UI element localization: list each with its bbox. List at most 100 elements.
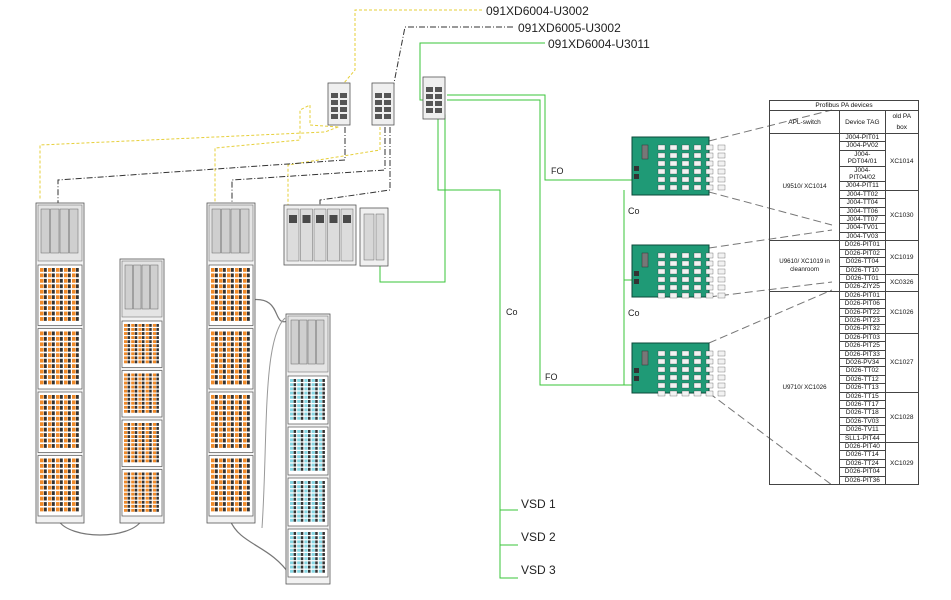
device-tag-cell: D026-TT01 <box>839 273 886 284</box>
device-tag-cell: D026-PIT01 <box>839 290 886 301</box>
table-row: D026-ZIY25 <box>770 282 919 292</box>
device-tag-cell: J004-TV03 <box>839 231 886 242</box>
device-tag-cell: J004-TT04 <box>839 198 886 208</box>
table-row: D026-PIT25 <box>770 341 919 351</box>
device-tag-cell: D026-TT13 <box>839 383 886 393</box>
fo-label-upper: FO <box>551 166 564 176</box>
table-row: J004-TV03 <box>770 231 919 242</box>
fo-label-lower: FO <box>545 372 558 382</box>
io-rack-1 <box>35 202 85 524</box>
device-tag-cell: D026-TT04 <box>839 257 886 267</box>
vsd-1-label: VSD 1 <box>521 497 556 511</box>
rack-link-cable <box>229 519 291 576</box>
table-row: D026-TT12 <box>770 374 919 385</box>
old-pa-box-cell: XC1019 <box>884 240 920 275</box>
device-tag-cell: D026-TV03 <box>839 416 886 427</box>
table-row: D026-TT13 <box>770 383 919 393</box>
column-header-apl-switch: APL-switch <box>768 110 841 134</box>
copper-cable <box>623 280 632 386</box>
dashdot-cable <box>379 26 513 96</box>
table-row: D026-TV03 <box>770 416 919 427</box>
device-tag-cell: D026-TT24 <box>839 458 886 469</box>
network-switch-1 <box>327 82 351 126</box>
table-row: D026-PIT02 <box>770 248 919 259</box>
table-row: D026-TT17 <box>770 399 919 410</box>
network-switch-3 <box>422 76 446 120</box>
device-tag-cell: D026-TT17 <box>839 399 886 410</box>
rack-link-cable <box>261 317 286 529</box>
device-tag-cell: J004-TV01 <box>839 223 886 233</box>
rack-link-cable <box>249 299 291 323</box>
table-row: D026-PIT22 <box>770 307 919 317</box>
device-tag-cell: D026-PIT40 <box>839 442 886 452</box>
device-tag-cell: J004-TT06 <box>839 206 886 217</box>
device-tag-cell: D026-PV34 <box>839 357 886 368</box>
device-tag-cell: D026-TT18 <box>839 408 886 418</box>
device-tag-cell: D026-PIT32 <box>839 324 886 334</box>
vsd-cable <box>499 545 518 579</box>
dashdot-cable <box>319 127 391 205</box>
table-row: D026-PIT06 <box>770 299 919 309</box>
copper-cable <box>437 118 501 545</box>
old-pa-box-cell: XC1014 <box>884 133 920 191</box>
vsd-3-label: VSD 3 <box>521 563 556 577</box>
co-label-lower: Co <box>628 308 640 318</box>
table-row: D026-TT18 <box>770 408 919 418</box>
device-tag-cell: D026-TT12 <box>839 374 886 385</box>
profibus-cable <box>39 9 482 200</box>
device-tag-cell: D026-TT02 <box>839 366 886 376</box>
apl-switch-u9510 <box>631 136 726 196</box>
device-tag-cell: J004-PV02 <box>839 141 886 151</box>
apl-switch-u9610 <box>631 244 726 299</box>
co-label-upper: Co <box>628 206 640 216</box>
column-header-old-pa-box: old PA box <box>884 110 920 134</box>
copper-cable <box>623 190 632 281</box>
io-rack-2 <box>119 258 165 524</box>
old-pa-box-cell: XC1029 <box>884 442 920 486</box>
table-row: SLL1-PIT44 <box>770 433 919 444</box>
device-tag-cell: J004-PIT11 <box>839 181 886 191</box>
profibus-cable <box>287 127 381 208</box>
device-tag-cell: D026-TT10 <box>839 265 886 275</box>
old-pa-box-cell: XC1027 <box>884 332 920 393</box>
device-tag-cell: D026-PIT06 <box>839 299 886 309</box>
table-title: Profibus PA devices <box>769 100 919 111</box>
table-row: D026-PIT23 <box>770 315 919 326</box>
device-tag-cell: D026-PIT36 <box>839 475 886 486</box>
vsd-cable <box>499 510 518 546</box>
device-tag-cell: J004-PDT04/01 <box>839 149 886 167</box>
dashdot-cable <box>57 127 346 205</box>
io-rack-3 <box>206 202 256 524</box>
device-tag-cell: D026-PIT33 <box>839 349 886 359</box>
cable-label-u3002-6005: 091XD6005-U3002 <box>518 21 621 35</box>
controller-rack <box>283 204 357 266</box>
cable-label-u3002-6004: 091XD6004-U3002 <box>486 4 589 18</box>
table-row: D026-TT10 <box>770 265 919 275</box>
device-tag-cell: D026-PIT23 <box>839 315 886 326</box>
device-tag-cell: D026-PIT01 <box>839 240 886 250</box>
rack-link-cable <box>57 519 143 536</box>
apl-switch-cell: U9510/ XC1014 <box>768 132 841 242</box>
fiber-cable <box>447 94 632 181</box>
profibus-cable <box>214 104 339 205</box>
vsd-2-label: VSD 2 <box>521 530 556 544</box>
old-pa-box-cell: XC0326 <box>884 273 920 292</box>
table-row: D026-TT14 <box>770 450 919 460</box>
old-pa-box-cell: XC1028 <box>884 391 920 444</box>
fiber-cable <box>447 99 632 386</box>
table-row: D026-TT04 <box>770 257 919 267</box>
old-pa-box-cell: XC1030 <box>884 189 920 242</box>
device-tag-cell: D026-PIT25 <box>839 341 886 351</box>
table-row: J004-TT06 <box>770 206 919 217</box>
device-tag-cell: D026-TT15 <box>839 391 886 402</box>
apl-switch-u9710 <box>631 342 726 397</box>
co-label-main: Co <box>506 307 518 317</box>
apl-switch-cell: U9610/ XC1019 in cleanroom <box>768 240 841 292</box>
device-tag-cell: D026-TV11 <box>839 425 886 435</box>
device-tag-cell: D026-TT14 <box>839 450 886 460</box>
